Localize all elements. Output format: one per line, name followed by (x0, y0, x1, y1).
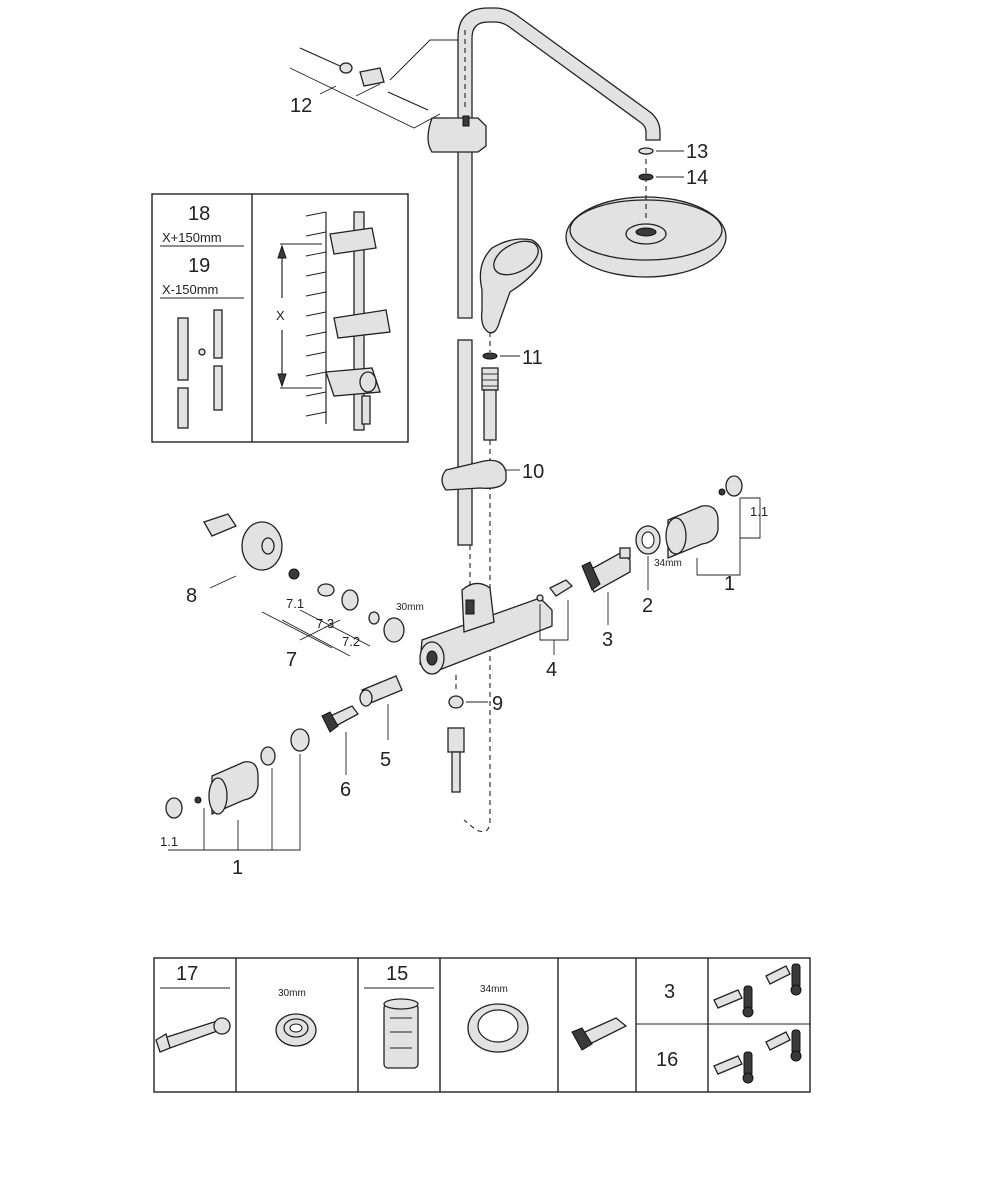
fitting-group-part-7 (261, 568, 405, 657)
sleeve-part-15-icon (383, 998, 419, 1069)
head-shower (565, 147, 727, 278)
callout-3: 3 (602, 629, 613, 651)
riser-extension-inset (151, 193, 409, 443)
handle-right-part-1 (665, 475, 761, 576)
cartridge-icon (571, 1017, 628, 1051)
nut-part-9 (447, 675, 488, 793)
callout-1-left: 1 (232, 857, 243, 879)
inset-19: 19 (188, 255, 210, 277)
inset-x-label: X (276, 308, 285, 323)
fitting-part-8 (203, 513, 283, 589)
callout-1-right: 1 (724, 573, 735, 595)
hex-nut-30mm-icon (275, 1013, 317, 1047)
inset-19-dim: X-150mm (162, 282, 218, 297)
ring-part-2 (635, 525, 661, 590)
accessory-3: 3 (664, 981, 675, 1003)
inset-18: 18 (188, 203, 210, 225)
thermostat-body (419, 545, 553, 675)
slider-part-10 (441, 459, 520, 491)
accessory-34mm: 34mm (480, 984, 508, 995)
callout-1-1-right: 1.1 (750, 504, 768, 519)
valve-part-4 (536, 579, 574, 655)
callout-6: 6 (340, 779, 351, 801)
handle-left-part-1 (165, 728, 310, 851)
callout-7-2: 7.2 (342, 634, 360, 649)
accessory-17: 17 (176, 963, 198, 985)
callout-7: 7 (286, 649, 297, 671)
callout-10: 10 (522, 461, 544, 483)
callout-7-1: 7.1 (286, 596, 304, 611)
cartridge-part-6 (321, 705, 359, 775)
shower-riser (427, 7, 661, 546)
callout-4: 4 (546, 659, 557, 681)
sleeve-part-5 (359, 675, 403, 740)
accessory-15: 15 (386, 963, 408, 985)
inset-18-dim: X+150mm (162, 230, 222, 245)
wrench-icon (155, 1017, 231, 1053)
dimension-34mm: 34mm (654, 558, 682, 569)
callout-12: 12 (290, 95, 312, 117)
callout-9: 9 (492, 693, 503, 715)
accessories-table (153, 957, 811, 1093)
temperature-cartridge-icon-3 (713, 963, 802, 1018)
accessory-30mm: 30mm (278, 988, 306, 999)
wall-fixing-part-12 (289, 39, 458, 129)
hand-shower (463, 238, 543, 833)
temperature-cartridge-icon-16 (713, 1029, 802, 1084)
callout-13: 13 (686, 141, 708, 163)
ring-34mm-icon (467, 1003, 529, 1053)
callout-14: 14 (686, 167, 708, 189)
callout-8: 8 (186, 585, 197, 607)
callout-5: 5 (380, 749, 391, 771)
callout-1-1-left: 1.1 (160, 834, 178, 849)
cartridge-part-3 (581, 547, 631, 625)
dimension-30mm: 30mm (396, 602, 424, 613)
callout-7-3: 7.3 (316, 616, 334, 631)
accessory-16: 16 (656, 1049, 678, 1071)
callout-2: 2 (642, 595, 653, 617)
callout-11: 11 (522, 347, 543, 369)
